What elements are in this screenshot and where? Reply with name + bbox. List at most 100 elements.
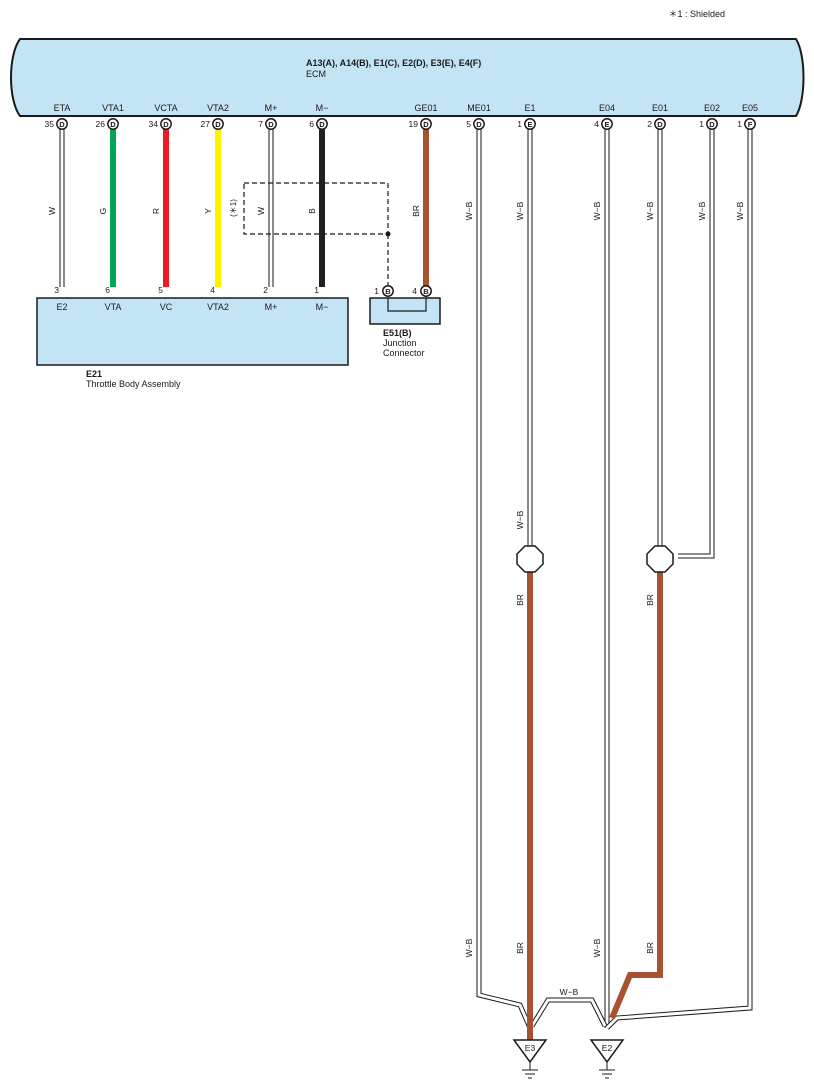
splice-e1 bbox=[516, 545, 544, 573]
svg-text:F: F bbox=[748, 120, 753, 129]
label-cross: W−B bbox=[560, 987, 579, 997]
ecm-terminal-e01: E01 bbox=[652, 103, 668, 113]
conn-me01: D bbox=[473, 118, 485, 130]
ecm-pin-me01: 5 bbox=[466, 119, 471, 129]
label-me01: W−B bbox=[464, 201, 474, 220]
ecm-terminal-e04: E04 bbox=[599, 103, 615, 113]
ecm-pin-e01: 2 bbox=[647, 119, 652, 129]
ecm-terminal-mplus: M+ bbox=[265, 103, 278, 113]
junction-pin-a-number: 1 bbox=[374, 286, 379, 296]
ecm-pin-e1: 1 bbox=[517, 119, 522, 129]
conn-vta2: D bbox=[212, 118, 224, 130]
colored-wires bbox=[110, 125, 663, 1040]
throttle-name-vta: VTA bbox=[105, 302, 122, 312]
ecm-pin-mminus: 6 bbox=[309, 119, 314, 129]
junction-name-line1: Junction bbox=[383, 338, 417, 348]
ecm-terminal-e02: E02 bbox=[704, 103, 720, 113]
label-me01-bottom: W−B bbox=[464, 938, 474, 957]
label-vta1: G bbox=[98, 208, 108, 215]
junction-pin-a-conn: B bbox=[385, 287, 391, 296]
label-e01-br: BR bbox=[645, 594, 655, 606]
throttle-pin-vc: 5 bbox=[158, 285, 163, 295]
svg-text:D: D bbox=[319, 120, 325, 129]
conn-e05: F bbox=[744, 118, 756, 130]
svg-text:D: D bbox=[268, 120, 274, 129]
ecm-terminal-e05: E05 bbox=[742, 103, 758, 113]
shielded-note: ＊1 : Shielded bbox=[668, 9, 725, 19]
shield-junction-dot bbox=[385, 231, 391, 237]
ecm-pin-vcta: 34 bbox=[149, 119, 159, 129]
ecm-terminal-e1: E1 bbox=[524, 103, 535, 113]
label-e01-br-bottom: BR bbox=[645, 942, 655, 954]
label-vcta: R bbox=[151, 208, 161, 214]
label-mminus: B bbox=[307, 208, 317, 214]
throttle-pin-e2: 3 bbox=[54, 285, 59, 295]
throttle-name-vc: VC bbox=[160, 302, 173, 312]
throttle-pin-vta2: 4 bbox=[210, 285, 215, 295]
conn-e04: E bbox=[601, 118, 613, 130]
label-e1-br-bottom: BR bbox=[515, 942, 525, 954]
svg-text:D: D bbox=[657, 120, 663, 129]
svg-text:E: E bbox=[604, 120, 609, 129]
splice-e01 bbox=[646, 545, 674, 573]
ground-e2: E2 bbox=[589, 1039, 625, 1079]
throttle-pin-mplus: 2 bbox=[263, 285, 268, 295]
label-e01: W−B bbox=[645, 201, 655, 220]
ground-e3: E3 bbox=[512, 1039, 548, 1079]
label-e02: W−B bbox=[697, 201, 707, 220]
ecm-terminal-ge01: GE01 bbox=[414, 103, 437, 113]
ecm-terminal-mminus: M− bbox=[316, 103, 329, 113]
svg-text:D: D bbox=[59, 120, 65, 129]
ecm-terminal-vta2: VTA2 bbox=[207, 103, 229, 113]
throttle-pin-vta: 6 bbox=[105, 285, 110, 295]
ecm-terminal-vta1: VTA1 bbox=[102, 103, 124, 113]
ecm-pin-mplus: 7 bbox=[258, 119, 263, 129]
wire-labels: W G R Y W B BR W−B W−B W−B W−B W−B W−B W… bbox=[47, 201, 745, 957]
svg-text:D: D bbox=[215, 120, 221, 129]
ecm-pin-eta: 35 bbox=[45, 119, 55, 129]
ground-e3-label: E3 bbox=[525, 1043, 536, 1053]
throttle-name: Throttle Body Assembly bbox=[86, 379, 181, 389]
ecm-box bbox=[10, 38, 805, 117]
throttle-name-e2: E2 bbox=[56, 302, 67, 312]
svg-text:D: D bbox=[110, 120, 116, 129]
ecm-pins: 35 26 34 27 7 6 19 5 1 4 2 1 1 bbox=[45, 119, 743, 129]
label-e1-lower: W−B bbox=[515, 510, 525, 529]
ecm-terminal-me01: ME01 bbox=[467, 103, 491, 113]
wire-e01-brown bbox=[609, 572, 663, 1020]
label-ge01: BR bbox=[411, 205, 421, 217]
junction-pin-b-conn: B bbox=[423, 287, 429, 296]
svg-text:D: D bbox=[476, 120, 482, 129]
ecm-terminal-names: ETA VTA1 VCTA VTA2 M+ M− GE01 ME01 E1 E0… bbox=[54, 103, 758, 113]
ecm-pin-e02: 1 bbox=[699, 119, 704, 129]
ecm-pin-vta2: 27 bbox=[201, 119, 211, 129]
conn-vta1: D bbox=[107, 118, 119, 130]
svg-text:D: D bbox=[423, 120, 429, 129]
throttle-body-box bbox=[36, 297, 349, 366]
label-mplus: W bbox=[256, 207, 266, 215]
label-e05: W−B bbox=[735, 201, 745, 220]
junction-id: E51(B) bbox=[383, 328, 412, 338]
shield-outline bbox=[243, 182, 389, 287]
label-e04: W−B bbox=[592, 201, 602, 220]
ecm-connector-circles: D D D D D D D D E E D D F bbox=[56, 118, 756, 130]
conn-mplus: D bbox=[265, 118, 277, 130]
throttle-pin-names: E2 VTA VC VTA2 M+ M− bbox=[56, 302, 328, 312]
conn-mminus: D bbox=[316, 118, 328, 130]
label-e1-br: BR bbox=[515, 594, 525, 606]
conn-ge01: D bbox=[420, 118, 432, 130]
label-e1: W−B bbox=[515, 201, 525, 220]
svg-text:E: E bbox=[527, 120, 532, 129]
label-vta2: Y bbox=[203, 208, 213, 214]
ecm-terminal-vcta: VCTA bbox=[154, 103, 177, 113]
shield-label: (＊1) bbox=[229, 199, 238, 217]
ground-e2-label: E2 bbox=[602, 1043, 613, 1053]
label-eta: W bbox=[47, 207, 57, 215]
junction-name-line2: Connector bbox=[383, 348, 425, 358]
throttle-name-vta2: VTA2 bbox=[207, 302, 229, 312]
junction-bridge bbox=[387, 298, 427, 312]
throttle-name-mplus: M+ bbox=[265, 302, 278, 312]
ecm-connectors-label: A13(A), A14(B), E1(C), E2(D), E3(E), E4(… bbox=[306, 58, 481, 68]
svg-text:D: D bbox=[163, 120, 169, 129]
